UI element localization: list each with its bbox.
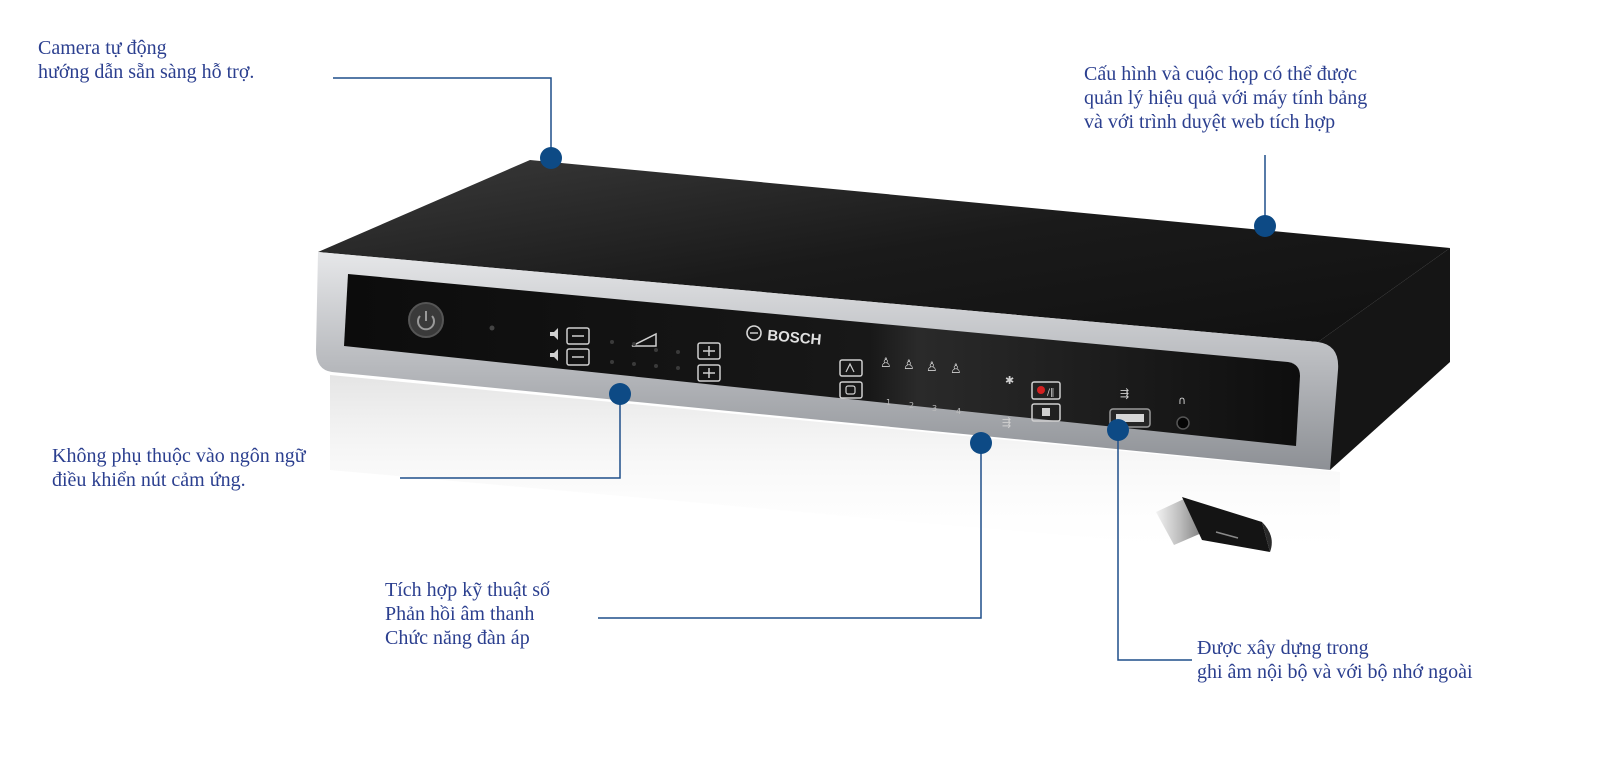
bosch-device: BOSCH ♙ ♙ ♙ ♙ 1 2 3 4 ✱ ⇶ /‖ <box>316 160 1450 470</box>
seat-icon-1: ♙ <box>880 356 892 371</box>
headphone-jack <box>1176 416 1190 430</box>
callout-config-line-3: và với trình duyệt web tích hợp <box>1084 111 1336 133</box>
mode-button-1[interactable] <box>839 359 863 377</box>
callout-config-line-2: quản lý hiệu quả với máy tính bảng <box>1084 87 1368 109</box>
leader-line-language <box>400 394 621 479</box>
brand-name: BOSCH <box>767 327 822 349</box>
mode-button-2[interactable] <box>839 381 863 399</box>
callout-camera: Camera tự động hướng dẫn sẵn sàng hỗ trợ… <box>38 36 254 84</box>
floor-reflection <box>330 375 1340 560</box>
callout-dots <box>540 147 1276 454</box>
seat-number-4: 4 <box>956 407 961 416</box>
record-pause-button[interactable]: /‖ <box>1031 381 1061 400</box>
callout-dot-config <box>1254 215 1276 237</box>
volume-up-button-1[interactable] <box>697 342 721 360</box>
leader-line-recording <box>1117 430 1192 661</box>
callout-config: Cấu hình và cuộc họp có thể được quản lý… <box>1084 62 1367 134</box>
volume-down-button-2[interactable] <box>566 348 590 366</box>
status-led <box>489 325 495 331</box>
callout-dot-language <box>609 383 631 405</box>
leader-line-camera <box>333 77 552 158</box>
device-right-side <box>1318 248 1450 470</box>
callout-language-line-2: điều khiển nút cảm ứng. <box>52 469 246 491</box>
seat-numbers: 1 2 3 4 <box>886 398 961 416</box>
stop-button[interactable] <box>1031 403 1061 422</box>
callout-digital-line-3: Chức năng đàn áp <box>385 627 530 649</box>
headphone-icon: ∩ <box>1178 394 1186 407</box>
callout-recording: Được xây dựng trong ghi âm nội bộ và với… <box>1197 636 1473 684</box>
callout-camera-line-2: hướng dẫn sẵn sàng hỗ trợ. <box>38 61 255 83</box>
seat-icon-4: ♙ <box>950 362 962 377</box>
callout-language: Không phụ thuộc vào ngôn ngữ điều khiển … <box>52 444 306 492</box>
callout-digital-line-2: Phản hồi âm thanh <box>385 603 535 625</box>
leader-line-digital <box>598 443 982 619</box>
callout-dot-digital <box>970 432 992 454</box>
callout-digital-line-1: Tích hợp kỹ thuật số <box>385 579 550 601</box>
volume-level-icon <box>631 332 657 347</box>
usb-status-icon: ⇶ <box>1002 416 1011 429</box>
usb-flash-drive <box>1156 497 1272 552</box>
bosch-logo: BOSCH <box>746 325 822 349</box>
seat-icon-3: ♙ <box>926 360 938 375</box>
power-button[interactable] <box>408 302 444 338</box>
device-top-lid <box>318 160 1450 342</box>
callout-dot-camera <box>540 147 562 169</box>
camera-status-icon: ✱ <box>1005 374 1014 387</box>
speaker-icon <box>550 328 558 340</box>
leader-lines <box>333 77 1266 661</box>
seat-indicators: ♙ ♙ ♙ ♙ <box>880 356 962 377</box>
callout-language-line-1: Không phụ thuộc vào ngôn ngữ <box>52 445 306 467</box>
volume-down-button-1[interactable] <box>566 327 590 345</box>
callout-camera-line-1: Camera tự động <box>38 37 167 59</box>
volume-up-button-2[interactable] <box>697 364 721 382</box>
device-front-panel <box>344 274 1300 446</box>
callout-digital: Tích hợp kỹ thuật số Phản hồi âm thanh C… <box>385 578 550 650</box>
usb-icon: ⇶ <box>1120 387 1129 400</box>
svg-text:/‖: /‖ <box>1047 388 1055 398</box>
callout-recording-line-1: Được xây dựng trong <box>1197 637 1369 659</box>
level-dots <box>610 340 680 370</box>
seat-number-1: 1 <box>886 398 891 407</box>
seat-number-3: 3 <box>932 404 937 413</box>
callout-dot-recording <box>1107 419 1129 441</box>
power-icon <box>417 311 435 331</box>
microphone-icon <box>550 349 558 361</box>
callout-recording-line-2: ghi âm nội bộ và với bộ nhớ ngoài <box>1197 661 1473 683</box>
seat-icon-2: ♙ <box>903 358 915 373</box>
seat-number-2: 2 <box>909 401 914 410</box>
callout-config-line-1: Cấu hình và cuộc họp có thể được <box>1084 63 1358 85</box>
